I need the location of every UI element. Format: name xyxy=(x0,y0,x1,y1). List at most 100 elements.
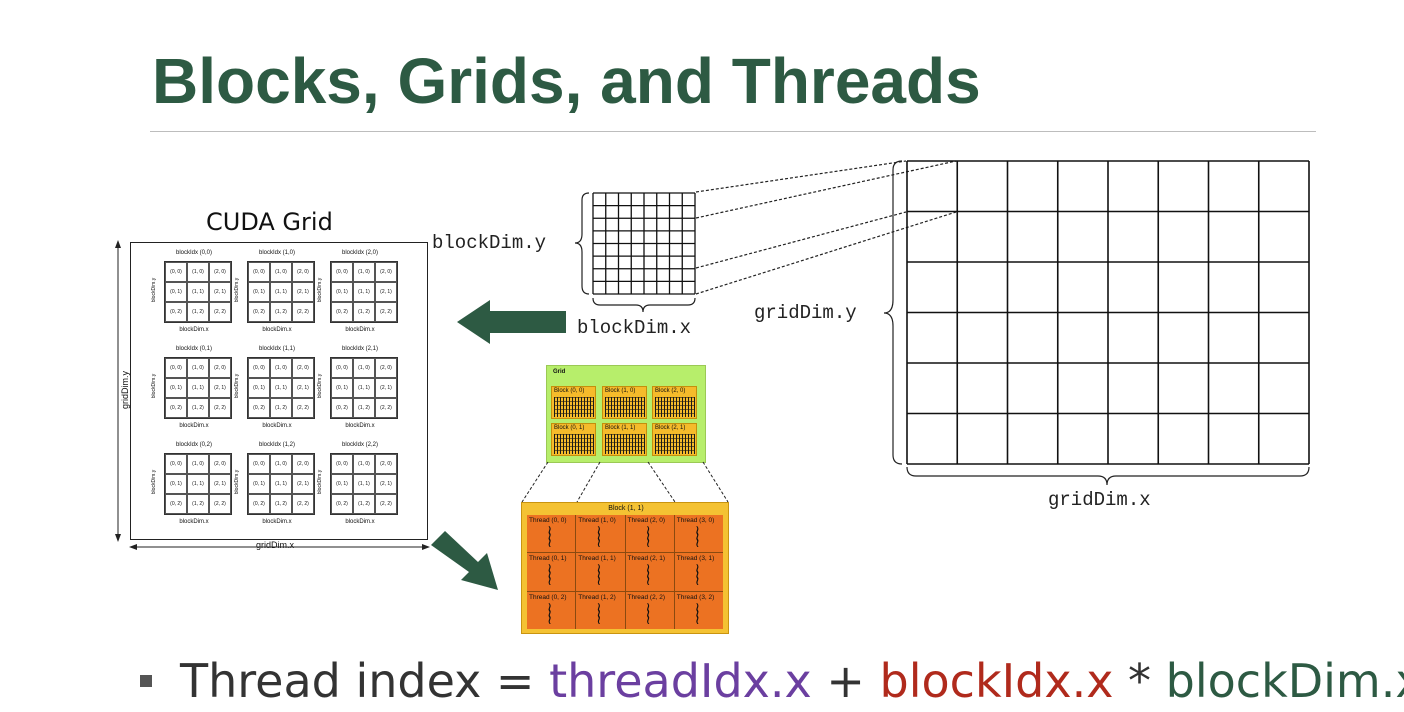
projection-line xyxy=(695,211,957,295)
thread-cell: (1, 1) xyxy=(187,282,209,302)
block-dim-y-brace xyxy=(574,192,590,295)
thread-cell: (2, 0) xyxy=(209,454,231,474)
thread-cell: (2, 2) xyxy=(292,398,314,418)
thread-label: Thread (2, 0) xyxy=(627,517,666,524)
left-arrow-icon xyxy=(457,300,566,344)
cuda-block: blockIdx (0,0)(0, 0)(1, 0)(2, 0)(0, 1)(1… xyxy=(151,243,235,339)
thread-cell: Thread (3, 2)≀ ≀ ≀ xyxy=(674,591,723,629)
thread-squiggle-icon: ≀ ≀ ≀ xyxy=(596,522,602,550)
thread-squiggle-icon: ≀ ≀ ≀ xyxy=(547,598,553,627)
thread-cell: (2, 0) xyxy=(292,454,314,474)
thread-label: Thread (3, 2) xyxy=(676,593,715,601)
zoom-line-left xyxy=(521,461,549,503)
cuda-block-dim-x-label: blockDim.x xyxy=(262,327,292,333)
thread-label: Thread (3, 1) xyxy=(676,555,715,563)
thread-cell: (2, 0) xyxy=(375,262,397,282)
thread-cell: Thread (2, 0)≀ ≀ ≀ xyxy=(625,515,674,553)
grid-of-blocks xyxy=(906,160,1310,465)
cuda-block-dim-x-label: blockDim.x xyxy=(345,423,375,429)
cuda-block-dim-x-label: blockDim.x xyxy=(345,519,375,525)
thread-label: Thread (2, 2) xyxy=(627,593,666,601)
thread-label: Thread (1, 2) xyxy=(578,593,616,601)
thread-cell: (2, 2) xyxy=(375,302,397,322)
block-dim-x-brace xyxy=(592,297,696,313)
thread-cell: (2, 1) xyxy=(375,474,397,494)
thread-cell: (0, 0) xyxy=(248,454,270,474)
thread-cell: (1, 2) xyxy=(270,494,292,514)
thread-cell: (1, 1) xyxy=(187,474,209,494)
projection-line xyxy=(695,211,907,269)
grid-block-label: Block (2, 1) xyxy=(655,425,686,431)
cuda-block-label: blockIdx (0,1) xyxy=(175,346,212,352)
grid-dim-y-arrowhead-bottom xyxy=(115,534,121,542)
grid-block-label: Block (0, 1) xyxy=(554,425,585,431)
thread-cell: (1, 1) xyxy=(270,474,292,494)
cuda-grid-figure: blockIdx (0,0)(0, 0)(1, 0)(2, 0)(0, 1)(1… xyxy=(130,242,428,540)
thread-cell: Thread (1, 2)≀ ≀ ≀ xyxy=(576,591,625,629)
block-thread-grid xyxy=(592,192,696,295)
thread-cell: (1, 2) xyxy=(270,398,292,418)
block-dim-y-label: blockDim.y xyxy=(432,232,547,254)
cuda-block: blockIdx (2,1)(0, 0)(1, 0)(2, 0)(0, 1)(1… xyxy=(317,339,401,435)
projection-line xyxy=(695,160,907,193)
thread-cell: (2, 2) xyxy=(292,302,314,322)
thread-cell: (0, 1) xyxy=(165,474,187,494)
thread-squiggles xyxy=(605,434,645,454)
thread-cell: (1, 0) xyxy=(187,358,209,378)
thread-cell: (0, 2) xyxy=(248,398,270,418)
grid-block: Block (2, 1) xyxy=(652,423,697,456)
cuda-block-label: blockIdx (1,1) xyxy=(258,346,295,352)
thread-cell: (2, 1) xyxy=(209,378,231,398)
grid-dim-x-label: gridDim.x xyxy=(1048,489,1151,511)
grid-block: Block (1, 0) xyxy=(602,386,647,419)
thread-label: Thread (0, 1) xyxy=(529,555,567,563)
thread-cell: (0, 1) xyxy=(165,378,187,398)
thread-cell: (0, 1) xyxy=(331,378,353,398)
thread-squiggle-icon: ≀ ≀ ≀ xyxy=(596,560,602,589)
thread-cell: (0, 2) xyxy=(331,494,353,514)
thread-block-figure: Block (1, 1) Thread (0, 0)≀ ≀ ≀Thread (1… xyxy=(521,502,729,634)
cuda-block-threads: (0, 0)(1, 0)(2, 0)(0, 1)(1, 1)(2, 1)(0, … xyxy=(247,357,315,419)
thread-label: Thread (0, 0) xyxy=(529,517,567,524)
formula-block-dim: blockDim.x xyxy=(1165,654,1404,708)
cuda-block: blockIdx (0,2)(0, 0)(1, 0)(2, 0)(0, 1)(1… xyxy=(151,435,235,531)
thread-squiggle-icon: ≀ ≀ ≀ xyxy=(547,522,553,550)
thread-cell: (1, 2) xyxy=(353,302,375,322)
thread-block-cells: Thread (0, 0)≀ ≀ ≀Thread (1, 0)≀ ≀ ≀Thre… xyxy=(527,515,723,629)
grid-block: Block (2, 0) xyxy=(652,386,697,419)
thread-squiggles xyxy=(655,397,695,417)
thread-squiggle-icon: ≀ ≀ ≀ xyxy=(645,560,651,589)
thread-cell: (1, 0) xyxy=(187,262,209,282)
thread-cell: (2, 0) xyxy=(292,262,314,282)
grid-block: Block (1, 1) xyxy=(602,423,647,456)
thread-cell: Thread (2, 1)≀ ≀ ≀ xyxy=(625,553,674,591)
thread-block-title: Block (1, 1) xyxy=(608,505,644,512)
thread-cell: (0, 1) xyxy=(248,378,270,398)
thread-cell: (2, 1) xyxy=(292,282,314,302)
thread-index-formula: Thread index = threadIdx.x + blockIdx.x … xyxy=(180,654,1404,708)
thread-cell: (1, 0) xyxy=(270,262,292,282)
thread-cell: Thread (3, 1)≀ ≀ ≀ xyxy=(674,553,723,591)
green-grid-title: Grid xyxy=(553,369,566,375)
grid-dim-y-brace xyxy=(883,160,903,465)
thread-squiggle-icon: ≀ ≀ ≀ xyxy=(694,598,700,627)
thread-cell: (2, 1) xyxy=(292,474,314,494)
thread-squiggle-icon: ≀ ≀ ≀ xyxy=(645,522,651,550)
thread-cell: (2, 1) xyxy=(375,378,397,398)
thread-cell: (2, 0) xyxy=(209,262,231,282)
cuda-block-label: blockIdx (0,0) xyxy=(175,250,212,256)
grid-dim-x-brace xyxy=(906,466,1310,486)
cuda-block-label: blockIdx (2,2) xyxy=(341,442,378,448)
thread-cell: (2, 0) xyxy=(209,358,231,378)
thread-cell: (1, 1) xyxy=(353,474,375,494)
thread-cell: (1, 2) xyxy=(187,398,209,418)
thread-cell: (1, 1) xyxy=(353,282,375,302)
cuda-block-label: blockIdx (1,0) xyxy=(258,250,295,256)
thread-label: Thread (0, 2) xyxy=(529,593,567,601)
thread-cell: (1, 1) xyxy=(353,378,375,398)
thread-cell: (2, 1) xyxy=(209,474,231,494)
thread-cell: (2, 2) xyxy=(209,494,231,514)
thread-cell: (2, 2) xyxy=(375,494,397,514)
projection-line xyxy=(695,160,957,219)
down-right-arrow-icon xyxy=(431,531,498,590)
